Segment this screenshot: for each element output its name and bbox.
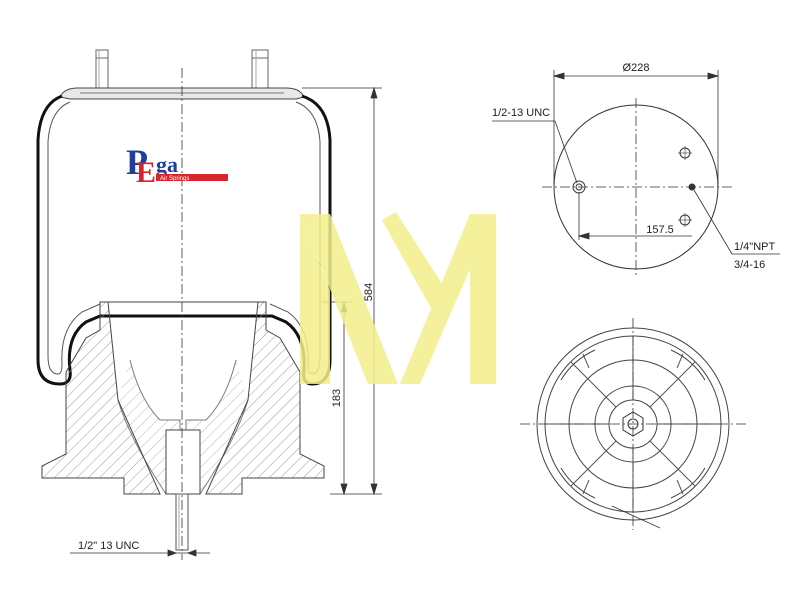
diameter-label: Ø228 [623,62,650,74]
height-piston-label: 183 [331,389,343,407]
side-view: 584 183 1/2" 13 UNC P E ga Air Springs [36,49,382,560]
dimension-height-total [302,86,382,496]
svg-text:P: P [126,142,148,182]
dimension-diameter [552,70,720,185]
bellows [36,94,332,386]
stud-hole-bottom-right [678,213,692,227]
watermark-logo [300,212,496,384]
height-total-label: 584 [363,283,375,301]
air-port-leader [693,189,780,255]
air-port-label-1: 1/4"NPT [734,241,775,253]
svg-text:Air Springs: Air Springs [160,176,189,182]
air-port [688,183,696,191]
stud-thread-label: 1/2-13 UNC [492,107,550,119]
top-view: Ø228 157.5 1/2-13 UNC 1/4"NPT 3/4-16 [492,62,780,278]
dimension-stud-spacing [577,192,692,240]
svg-text:E: E [136,156,156,189]
bottom-view [520,318,746,530]
bottom-thread-leader [70,549,210,557]
pega-logo: P E ga Air Springs [126,142,228,189]
stud-hole-top-right [678,146,692,160]
air-port-label-2: 3/4-16 [734,259,765,271]
top-stud-right [251,49,269,99]
top-stud-left [95,49,109,93]
stud-spacing-label: 157.5 [646,224,674,236]
bottom-thread-label: 1/2" 13 UNC [78,540,139,552]
svg-text:ga: ga [156,152,178,177]
stud-thread-leader [492,120,578,184]
